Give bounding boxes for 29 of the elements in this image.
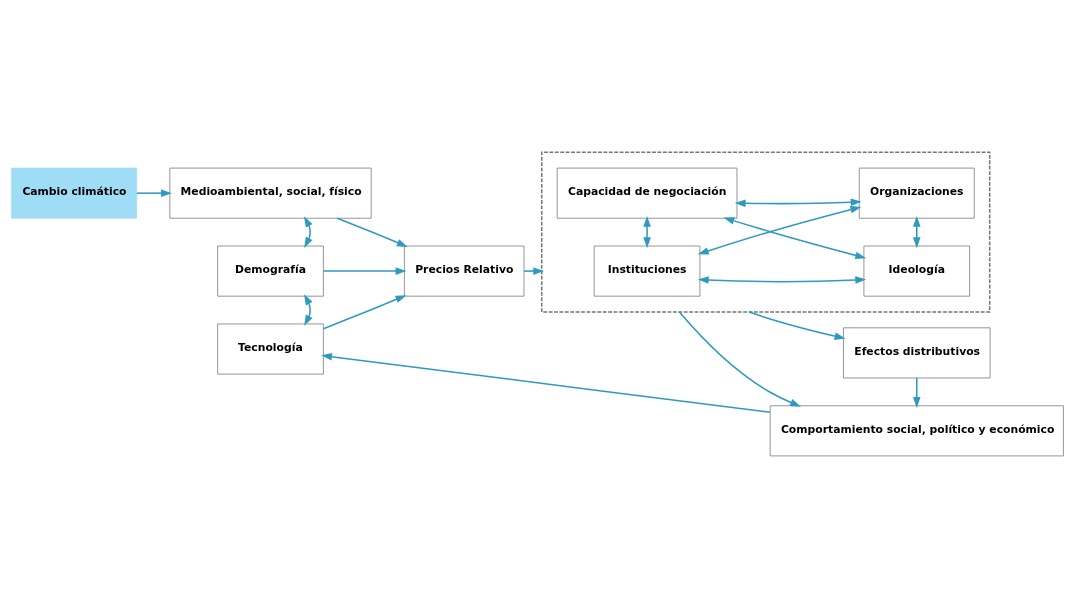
arrow xyxy=(322,267,407,275)
arrow xyxy=(697,205,862,255)
arrow xyxy=(734,198,862,207)
node-box: Organizaciones xyxy=(858,167,975,219)
arrow xyxy=(523,267,545,275)
cluster xyxy=(540,151,991,313)
node-box: Instituciones xyxy=(593,245,701,297)
arrow xyxy=(723,217,867,260)
arrow xyxy=(748,311,846,340)
arrow xyxy=(136,189,172,197)
arrow xyxy=(678,311,801,407)
arrow xyxy=(321,352,771,414)
arrow xyxy=(913,377,921,408)
arrow xyxy=(322,295,407,330)
node-box: Demografía xyxy=(217,245,324,297)
arrow xyxy=(304,294,313,326)
arrow xyxy=(697,276,867,284)
arrow xyxy=(643,215,651,249)
node-box: Cambio climático xyxy=(11,167,137,219)
arrow xyxy=(336,217,408,247)
node-box: Ideología xyxy=(863,245,971,297)
node-box: Efectos distributivos xyxy=(843,327,991,379)
arrow xyxy=(913,215,921,249)
node-box: Comportamiento social, político y económico xyxy=(769,405,1064,457)
node-box: Medioambiental, social, físico xyxy=(169,167,372,219)
arrow xyxy=(304,216,313,248)
node-box: Precios Relativo xyxy=(404,245,525,297)
node-box: Tecnología xyxy=(217,323,324,375)
node-box: Capacidad de negociación xyxy=(556,167,738,219)
